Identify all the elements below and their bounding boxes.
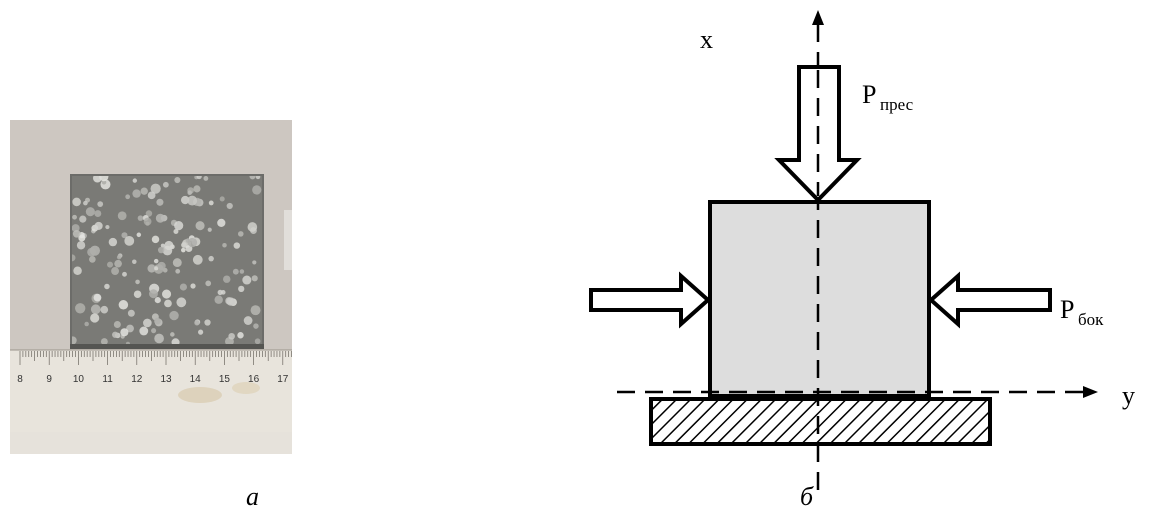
ruler-number: 14 <box>190 374 202 385</box>
y-axis-arrowhead <box>1083 386 1098 398</box>
svg-text:P: P <box>1060 295 1074 324</box>
ruler-number: 15 <box>219 374 231 385</box>
side-force-label: P бок <box>1060 295 1104 329</box>
svg-text:бок: бок <box>1078 310 1104 329</box>
press-force-label: P прес <box>862 80 914 114</box>
base-plate <box>649 397 992 446</box>
ruler-number: 13 <box>160 374 172 385</box>
side-force-arrow-right <box>927 271 1052 329</box>
ruler-number: 12 <box>131 374 143 385</box>
svg-text:прес: прес <box>880 95 914 114</box>
ruler-number: 8 <box>17 374 23 385</box>
ruler-number: 11 <box>102 374 113 385</box>
caption-a: а <box>246 482 259 511</box>
x-axis-label: x <box>700 25 713 54</box>
side-force-arrow-left <box>589 271 712 329</box>
ruler-number: 16 <box>248 374 260 385</box>
specimen-photo: 8 9 10 11 12 13 14 15 16 17 <box>10 120 292 454</box>
ruler-number: 9 <box>46 374 52 385</box>
ruler-number: 17 <box>277 374 289 385</box>
y-axis-label: y <box>1122 381 1135 410</box>
ruler-tick-marks <box>19 351 292 365</box>
x-axis-arrowhead <box>812 10 824 25</box>
ruler: 8 9 10 11 12 13 14 15 16 17 <box>10 349 292 454</box>
caption-b: б <box>800 482 814 511</box>
svg-text:P: P <box>862 80 876 109</box>
loading-scheme-diagram: x y P прес P бок <box>589 10 1135 490</box>
specimen-block <box>708 200 931 398</box>
ruler-number: 10 <box>73 374 85 385</box>
composite-slab <box>70 174 264 349</box>
